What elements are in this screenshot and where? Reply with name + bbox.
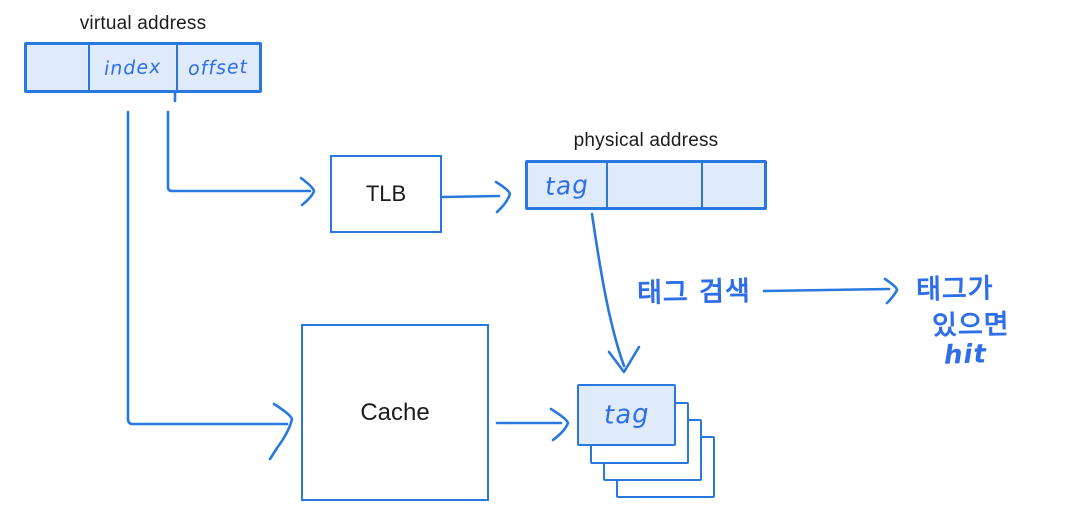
arrow-pa-to-stack [590, 212, 626, 368]
physical-address-box: tag [525, 160, 767, 210]
annotation-tag-search: 태그 검색 [636, 276, 752, 309]
annotation-hit-line3: hit [943, 339, 988, 371]
arrowhead-tlb-to-pa-icon [494, 180, 512, 214]
cache-box: Cache [301, 324, 489, 501]
arrowhead-cache-to-stack-icon [549, 407, 570, 442]
virtual-address-box: index offset [24, 42, 262, 93]
tag-stack-card-front: tag [577, 384, 676, 446]
virtual-address-cell-tag [27, 45, 88, 90]
cache-label: Cache [360, 398, 430, 426]
arrowhead-pa-to-stack-icon [607, 345, 641, 374]
tlb-label: TLB [365, 181, 407, 206]
tlb-box: TLB [330, 155, 442, 233]
arrow-index-to-tlb [166, 110, 312, 193]
physical-address-cell-tag-label: tag [544, 169, 590, 201]
virtual-address-cell-offset-label: offset [188, 55, 249, 80]
physical-address-cell-index [606, 163, 701, 207]
annotation-hit-line1: 태그가 [915, 273, 994, 306]
physical-address-cell-tag: tag [528, 163, 606, 207]
arrow-va-to-cache [126, 110, 289, 426]
arrow-tag-search-to-hit [762, 287, 891, 293]
physical-address-title: physical address [573, 130, 719, 151]
tag-stack-front-label: tag [603, 399, 650, 431]
virtual-address-title: virtual address [79, 13, 207, 34]
arrow-tlb-to-pa [441, 194, 501, 199]
annotation-hit-line2: 있으면 [931, 309, 1010, 342]
virtual-address-cell-offset: offset [176, 45, 259, 90]
arrowhead-tag-search-icon [883, 277, 899, 305]
arrowhead-va-to-cache-icon [268, 402, 294, 461]
virtual-address-cell-index-label: index [103, 55, 163, 80]
physical-address-cell-offset [701, 163, 764, 207]
virtual-address-cell-index: index [88, 45, 176, 90]
arrowhead-index-to-tlb-icon [299, 176, 316, 207]
